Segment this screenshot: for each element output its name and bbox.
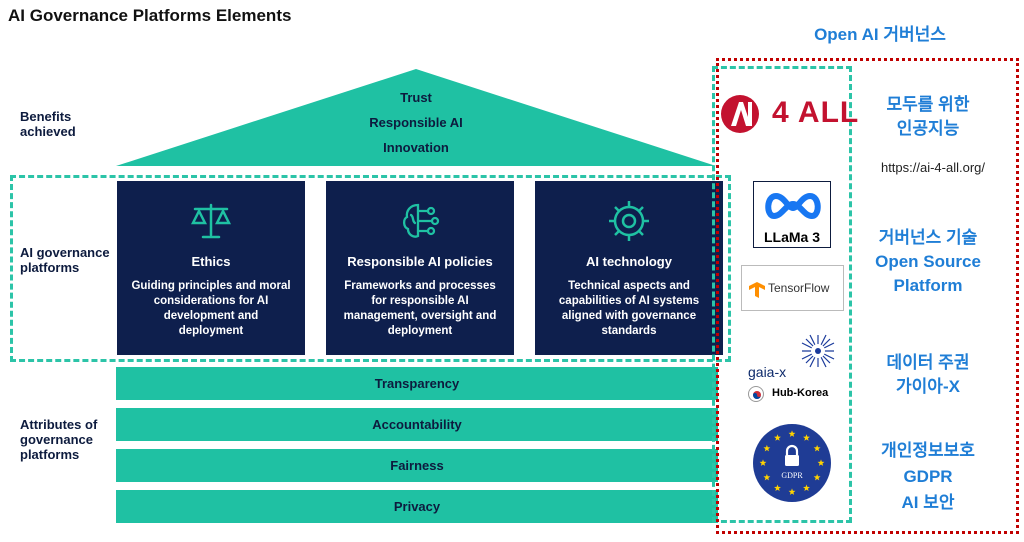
open-ai-governance-title: Open AI 거버넌스 — [814, 25, 946, 44]
meta-infinity-icon — [765, 193, 821, 219]
tech-label-line1: 거버넌스 기술 — [878, 228, 978, 247]
pillar-title: Responsible AI policies — [347, 254, 493, 269]
side-label-platforms: AI governance platforms — [20, 245, 110, 275]
gaia-x-logo-text: gaia-x — [748, 364, 787, 380]
gdpr-star-icon — [763, 444, 771, 452]
llama-logo — [753, 181, 831, 248]
pillar-description: Technical aspects and capabilities of AI… — [558, 280, 700, 337]
gdpr-star-icon — [788, 430, 796, 437]
data-label-line2: 가이아-X — [896, 377, 960, 396]
gdpr-star-icon — [774, 434, 781, 441]
pillar-title: Ethics — [191, 254, 231, 269]
logos-dashed-frame — [712, 66, 852, 523]
benefit-trust: Trust — [400, 90, 432, 105]
pillar-description: Guiding principles and moral considerati… — [131, 280, 291, 337]
attribute-transparency: Transparency — [116, 367, 718, 400]
gdpr-star-icon — [788, 488, 796, 495]
gdpr-star-icon — [803, 484, 810, 492]
tech-label-line2: Open Source — [875, 252, 981, 271]
gdpr-badge-text: GDPR — [781, 471, 803, 480]
ai4all-url[interactable]: https://ai-4-all.org/ — [880, 160, 986, 175]
platforms-dashed-frame — [10, 175, 731, 362]
benefit-responsible-ai: Responsible AI — [369, 115, 463, 130]
open-ai-dotted-frame — [716, 58, 1019, 534]
page-title: AI Governance Platforms Elements — [8, 6, 292, 25]
gdpr-star-icon — [803, 434, 810, 441]
ai4all-label-line2: 인공지능 — [896, 119, 960, 138]
ai4all-label-line1: 모두를 위한 — [886, 95, 970, 114]
pillar-responsible-ai-policies: Responsible AI policies Frameworks and p… — [326, 181, 514, 355]
privacy-label-line1: 개인정보보호 — [881, 441, 975, 460]
scales-icon — [190, 203, 232, 239]
gdpr-star-icon — [774, 484, 781, 492]
attribute-fairness: Fairness — [116, 449, 718, 482]
brain-circuit-icon — [402, 203, 440, 238]
gdpr-star-icon — [813, 473, 821, 481]
pillar-ethics: Ethics Guiding principles and moral cons… — [117, 181, 305, 355]
tensorflow-logo-text: TensorFlow — [768, 281, 830, 295]
pillar-title: AI technology — [586, 254, 672, 269]
korea-flag-icon — [748, 386, 764, 402]
gdpr-star-icon — [813, 444, 821, 452]
ai4all-logo-icon — [721, 95, 759, 133]
data-label-line1: 데이터 주권 — [886, 353, 970, 372]
tensorflow-icon — [749, 282, 765, 298]
gdpr-star-icon — [763, 473, 771, 481]
side-label-benefits: Benefits achieved — [20, 109, 76, 139]
gear-chip-icon — [609, 201, 649, 241]
gdpr-star-icon — [817, 459, 825, 466]
ai4all-logo-text: 4 ALL — [772, 96, 860, 129]
tensorflow-logo — [741, 265, 844, 311]
benefits-roof — [116, 69, 716, 166]
gdpr-badge-icon: GDPR — [753, 424, 831, 502]
llama-logo-text: LLaMa 3 — [763, 229, 820, 245]
attribute-accountability: Accountability — [116, 408, 718, 441]
tech-label-line3: Platform — [893, 276, 963, 295]
pillar-description: Frameworks and processes for responsible… — [343, 280, 497, 337]
attribute-privacy: Privacy — [116, 490, 718, 523]
side-label-attributes: Attributes of governance platforms — [20, 417, 98, 462]
privacy-label-line3: AI 보안 — [901, 493, 955, 512]
hub-korea-text: Hub-Korea — [772, 387, 829, 399]
benefit-innovation: Innovation — [383, 140, 449, 155]
privacy-label-line2: GDPR — [903, 467, 953, 486]
pillar-ai-technology: AI technology Technical aspects and capa… — [535, 181, 723, 355]
gaia-x-star-icon — [801, 334, 835, 368]
gdpr-star-icon — [759, 459, 767, 466]
